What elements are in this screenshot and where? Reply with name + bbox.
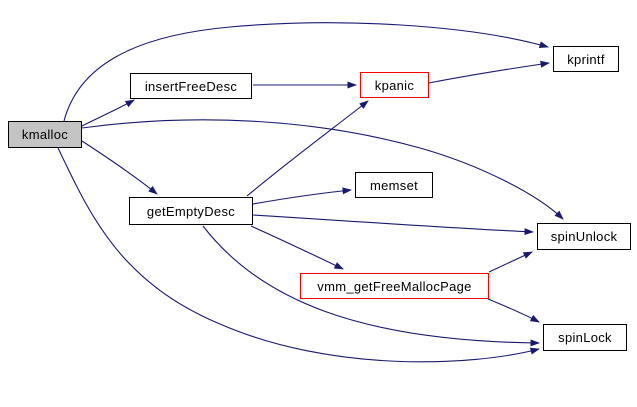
edge-kmalloc-getEmptyDesc [81, 140, 158, 195]
edge-vmm_getFreeMallocPage-spinUnlock [488, 251, 533, 273]
node-kprintf[interactable]: kprintf [553, 46, 619, 72]
node-insertFreeDesc[interactable]: insertFreeDesc [130, 73, 252, 99]
node-kpanic[interactable]: kpanic [360, 72, 429, 98]
edge-kmalloc-spinUnlock [81, 119, 564, 220]
node-spinLock[interactable]: spinLock [543, 324, 627, 351]
node-spinUnlock[interactable]: spinUnlock [537, 223, 631, 250]
node-kmalloc: kmalloc [8, 121, 82, 148]
edge-getEmptyDesc-spinUnlock [252, 214, 534, 236]
node-memset[interactable]: memset [355, 172, 433, 198]
edge-getEmptyDesc-kpanic [246, 100, 369, 197]
node-vmm_getFreeMallocPage[interactable]: vmm_getFreeMallocPage [300, 273, 489, 299]
edge-getEmptyDesc-memset [252, 187, 352, 205]
edge-getEmptyDesc-spinLock [202, 225, 540, 347]
edge-kmalloc-spinLock [57, 147, 540, 363]
edge-kmalloc-insertFreeDesc [81, 99, 135, 127]
edge-vmm_getFreeMallocPage-spinLock [487, 298, 540, 323]
edge-kmalloc-kprintf [63, 22, 549, 122]
node-getEmptyDesc[interactable]: getEmptyDesc [129, 197, 253, 225]
edge-kpanic-kprintf [428, 60, 550, 84]
edge-getEmptyDesc-vmm_getFreeMallocPage [250, 225, 344, 270]
